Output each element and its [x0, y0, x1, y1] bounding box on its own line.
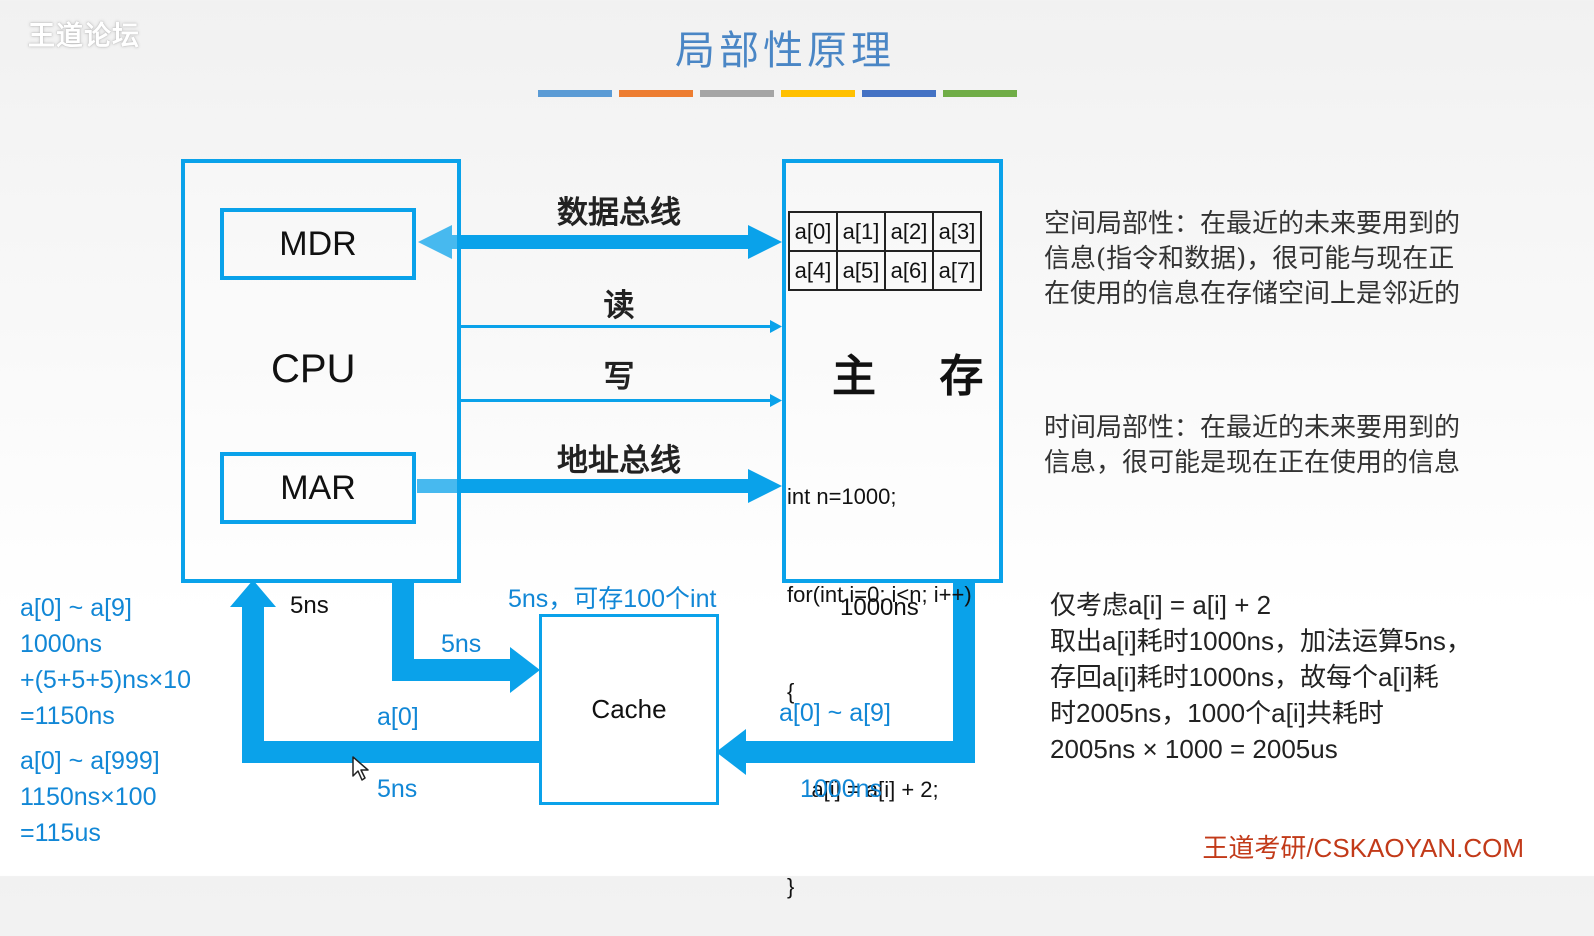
calc-line: 1150ns×100 [20, 783, 157, 811]
note-line: 仅考虑a[i] = a[i] + 2 [1050, 590, 1272, 620]
cache-to-cpu-time-label: 5ns [377, 775, 418, 803]
data-bus-arrow [418, 225, 782, 259]
write-label: 写 [603, 359, 635, 395]
cpu-label: CPU [271, 347, 356, 391]
calc-line: a[0] ~ a[9] [20, 594, 132, 622]
cache-label: Cache [591, 694, 667, 724]
spatial-locality-note: 空间局部性：在最近的未来要用到的信息(指令和数据)，很可能与现在正在使用的信息在… [1044, 209, 1461, 309]
array-cell: a[4] [788, 250, 838, 291]
array-cell: a[0] [788, 211, 838, 252]
temporal-locality-note: 时间局部性：在最近的未来要用到的信息，很可能是现在正在使用的信息 [1044, 413, 1461, 478]
memory-to-cache-time-label: 1000ns [800, 775, 883, 803]
data-bus-label: 数据总线 [557, 195, 681, 231]
memory-to-cache-value-label: a[0] ~ a[9] [779, 699, 891, 727]
read-label: 读 [603, 288, 635, 324]
title-stripe [943, 90, 1017, 97]
note-line: 时2005ns，1000个a[i]共耗时 [1050, 698, 1384, 728]
calc-line: +(5+5+5)ns×10 [20, 666, 191, 694]
code-line: { [787, 679, 795, 704]
footer-brand: 王道考研/CSKAOYAN.COM [1202, 833, 1524, 863]
address-bus-label: 地址总线 [557, 443, 681, 479]
note-line: 取出a[i]耗时1000ns，加法运算5ns， [1050, 626, 1472, 656]
note-line: 2005ns × 1000 = 2005us [1050, 734, 1338, 764]
main-memory-label: 主 存 [832, 351, 1008, 402]
code-snippet: int n=1000; for(int i=0; i<n; i++) { a[i… [787, 416, 972, 936]
title-stripe [862, 90, 936, 97]
cache-box: Cache [539, 614, 719, 805]
cache-to-cpu-value-label: a[0] [377, 703, 419, 731]
wangdao-logo: 王道论坛 [28, 21, 140, 52]
calc-line: a[0] ~ a[999] [20, 747, 160, 775]
array-cells: a[0] a[1] a[2] a[3] a[4] a[5] a[6] a[7] [788, 211, 982, 291]
memory-time-label: 1000ns [840, 594, 919, 621]
calc-block-total: a[0] ~ a[999] 1150ns×100 =115us [20, 743, 160, 851]
cpu-time-label: 5ns [290, 592, 329, 619]
write-line-arrow [457, 394, 782, 407]
mar-register: MAR [220, 452, 416, 524]
array-cell: a[3] [932, 211, 982, 252]
code-line: a[i] = a[i] + 2; [787, 776, 939, 802]
cost-analysis-note: 仅考虑a[i] = a[i] + 2 取出a[i]耗时1000ns，加法运算5n… [1050, 587, 1472, 767]
mouse-cursor-icon [352, 756, 369, 781]
cache-capacity-label: 5ns，可存100个int [508, 585, 717, 613]
note-line: 存回a[i]耗时1000ns，故每个a[i]耗 [1050, 662, 1439, 692]
array-cell: a[5] [836, 250, 886, 291]
code-line: int n=1000; [787, 484, 897, 509]
cache-to-cpu-arrow [230, 580, 540, 763]
page-title: 局部性原理 [675, 28, 895, 74]
title-stripe [700, 90, 774, 97]
array-cell: a[6] [884, 250, 934, 291]
array-cell: a[2] [884, 211, 934, 252]
address-bus-arrow [417, 469, 782, 503]
cpu-to-cache-time-label: 5ns [441, 630, 482, 658]
calc-block-cache-fill: a[0] ~ a[9] 1000ns +(5+5+5)ns×10 =1150ns [20, 590, 191, 734]
code-line: for(int i=0; i<n; i++) [787, 581, 972, 607]
read-line-arrow [457, 320, 782, 333]
diagram-connectors [230, 225, 975, 775]
array-cell: a[7] [932, 250, 982, 291]
title-stripe [538, 90, 612, 97]
title-stripe [619, 90, 693, 97]
array-cell: a[1] [836, 211, 886, 252]
title-stripe [781, 90, 855, 97]
memory-to-cache-arrow [716, 579, 975, 775]
calc-line: =115us [20, 819, 101, 847]
calc-line: 1000ns [20, 630, 103, 658]
title-underline-stripes [538, 90, 1018, 98]
cpu-to-cache-arrow [392, 579, 540, 693]
calc-line: =1150ns [20, 702, 115, 730]
mdr-register: MDR [220, 208, 416, 280]
